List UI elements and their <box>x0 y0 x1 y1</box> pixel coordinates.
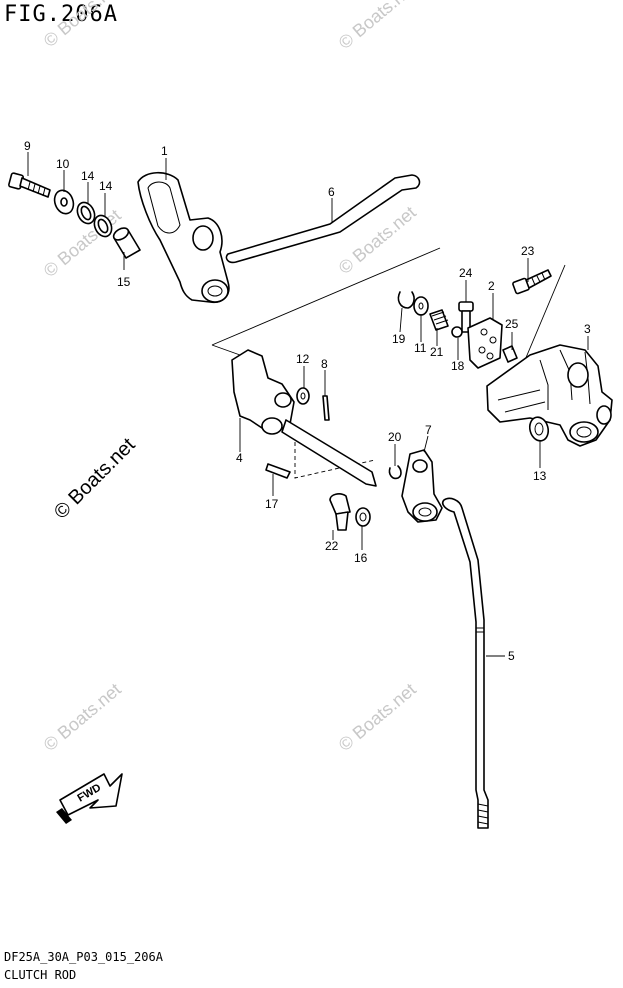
part-6-clutch-rod[interactable] <box>225 174 421 264</box>
callout-21: 21 <box>430 345 444 359</box>
part-14-o-ring[interactable] <box>74 200 98 227</box>
part-23-bolt[interactable] <box>512 269 552 295</box>
callout-14: 14 <box>81 169 95 183</box>
part-10-washer[interactable] <box>51 188 76 217</box>
part-11-washer[interactable] <box>413 296 429 316</box>
assembly-line <box>211 344 241 356</box>
part-16-washer[interactable] <box>355 507 371 527</box>
figure-code: DF25A_30A_P03_015_206A <box>4 950 163 964</box>
callout-leaders <box>27 152 589 657</box>
callout-2: 2 <box>488 279 495 293</box>
callout-11: 11 <box>414 341 427 355</box>
assembly-line <box>524 264 566 361</box>
watermark: © Boats.net <box>40 679 125 755</box>
part-15-bush[interactable] <box>112 226 141 259</box>
callout-20: 20 <box>388 430 402 444</box>
assembly-line <box>211 247 441 346</box>
callout-6: 6 <box>328 185 335 199</box>
part-19-circlip[interactable] <box>397 291 415 309</box>
part-24-bolt[interactable] <box>458 301 474 333</box>
watermarks: © Boats.net © Boats.net © Boats.net © Bo… <box>40 0 420 755</box>
part-8-cotter-pin[interactable] <box>322 395 330 421</box>
part-21-spring[interactable] <box>429 309 449 331</box>
part-5-clutch-rod[interactable] <box>441 497 489 829</box>
callout-19: 19 <box>392 332 406 346</box>
callout-labels: 1 2 3 4 5 6 7 8 9 10 11 12 13 14 14 15 1… <box>24 139 591 663</box>
callout-23: 23 <box>521 244 535 258</box>
part-17-pin[interactable] <box>265 463 291 479</box>
callout-18: 18 <box>451 359 465 373</box>
fwd-arrow-icon: FWD <box>56 773 123 824</box>
figure-name: CLUTCH ROD <box>4 968 77 982</box>
part-4-lever[interactable] <box>231 349 377 487</box>
callout-13: 13 <box>533 469 547 483</box>
part-25-pin[interactable] <box>502 345 518 363</box>
callout-15: 15 <box>117 275 131 289</box>
callout-25: 25 <box>505 317 519 331</box>
callout-14-second: 14 <box>99 179 113 193</box>
callout-24: 24 <box>459 266 473 280</box>
watermark: © Boats.net <box>335 0 420 53</box>
callout-5: 5 <box>508 649 515 663</box>
part-18-ball[interactable] <box>451 326 463 338</box>
figure-title: FIG.206A <box>4 2 118 27</box>
callout-10: 10 <box>56 157 70 171</box>
callout-16: 16 <box>354 551 368 565</box>
assembly-line <box>294 428 376 479</box>
part-9-bolt[interactable] <box>8 172 51 198</box>
part-22-bolt[interactable] <box>329 493 351 531</box>
part-7-lever[interactable] <box>401 449 443 523</box>
part-3-housing[interactable] <box>486 344 613 447</box>
watermark: © Boats.net <box>40 0 125 51</box>
part-14-o-ring[interactable] <box>91 213 115 240</box>
callout-4: 4 <box>236 451 243 465</box>
callout-7: 7 <box>425 423 432 437</box>
callout-1: 1 <box>161 144 168 158</box>
part-2-plate[interactable] <box>467 317 503 369</box>
callout-8: 8 <box>321 357 328 371</box>
callout-3: 3 <box>584 322 591 336</box>
watermark: © Boats.net <box>335 679 420 755</box>
watermark-main: © Boats.net <box>50 434 140 524</box>
callout-17: 17 <box>265 497 279 511</box>
part-12-washer[interactable] <box>296 387 310 405</box>
callout-9: 9 <box>24 139 31 153</box>
callout-12: 12 <box>296 352 310 366</box>
callout-22: 22 <box>325 539 339 553</box>
part-20-circlip[interactable] <box>388 465 402 480</box>
part-13-washer[interactable] <box>527 415 551 443</box>
part-1-clutch-lever[interactable] <box>137 171 230 304</box>
